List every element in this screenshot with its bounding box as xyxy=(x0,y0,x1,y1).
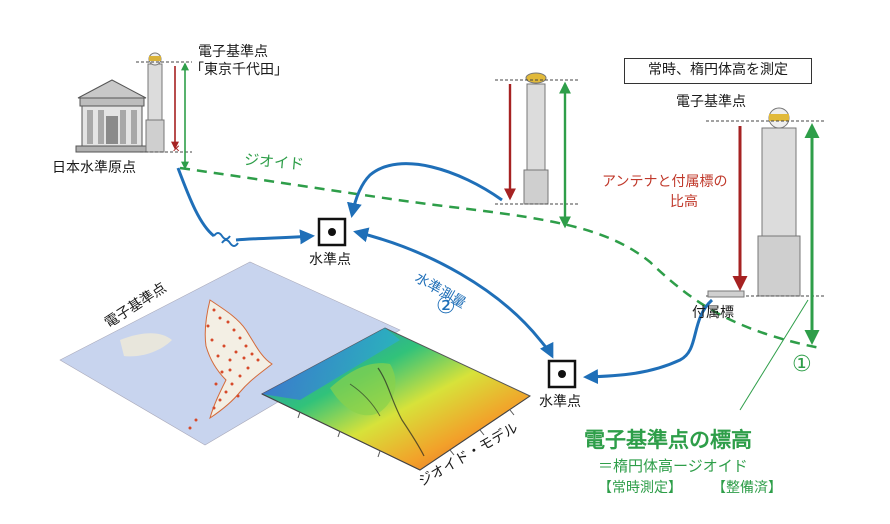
formula: ＝楕円体高ージオイド xyxy=(598,457,748,475)
benchmark-label-2: 水準点 xyxy=(539,394,581,410)
arrow-origin-to-benchmark xyxy=(176,167,215,238)
step-1-label: ① xyxy=(792,352,812,377)
antenna-height-line1: アンテナと付属標の xyxy=(602,174,728,190)
geoid-model-map xyxy=(260,327,532,471)
gnss-station-map xyxy=(59,261,401,446)
benchmark-label-1: 水準点 xyxy=(309,252,351,268)
note-box: 常時、楕円体高を測定 xyxy=(624,58,812,84)
antenna-height-line2: 比高 xyxy=(670,194,698,210)
svg-text:✕: ✕ xyxy=(172,144,180,155)
arrow-attached-marker-to-benchmark xyxy=(583,298,714,385)
square-dot-icon xyxy=(547,359,577,389)
formula-title: 電子基準点の標高 xyxy=(584,428,752,452)
gnss-station-left: ✕ xyxy=(136,52,192,170)
arrow-leveling xyxy=(353,227,554,359)
gnss-station-name-line2: 「東京千代田」 xyxy=(190,62,288,78)
step-2-label: ② xyxy=(436,294,456,319)
gnss-station-name-line1: 電子基準点 xyxy=(198,44,268,60)
tag-developed: 【整備済】 xyxy=(712,480,782,496)
geoid-line xyxy=(179,166,821,350)
gnss-station-right xyxy=(706,107,824,411)
wavy-break-icon xyxy=(213,232,239,247)
square-dot-icon xyxy=(317,217,347,247)
gnss-station-middle xyxy=(495,72,578,229)
gnss-station-right-label: 電子基準点 xyxy=(676,94,746,110)
tag-continuous: 【常時測定】 xyxy=(598,480,682,496)
attached-marker-label: 付属標 xyxy=(692,305,734,321)
datum-origin-label: 日本水準原点 xyxy=(52,160,136,176)
arrow-middle-to-benchmark xyxy=(347,162,503,218)
datum-origin-building-icon xyxy=(75,79,149,153)
